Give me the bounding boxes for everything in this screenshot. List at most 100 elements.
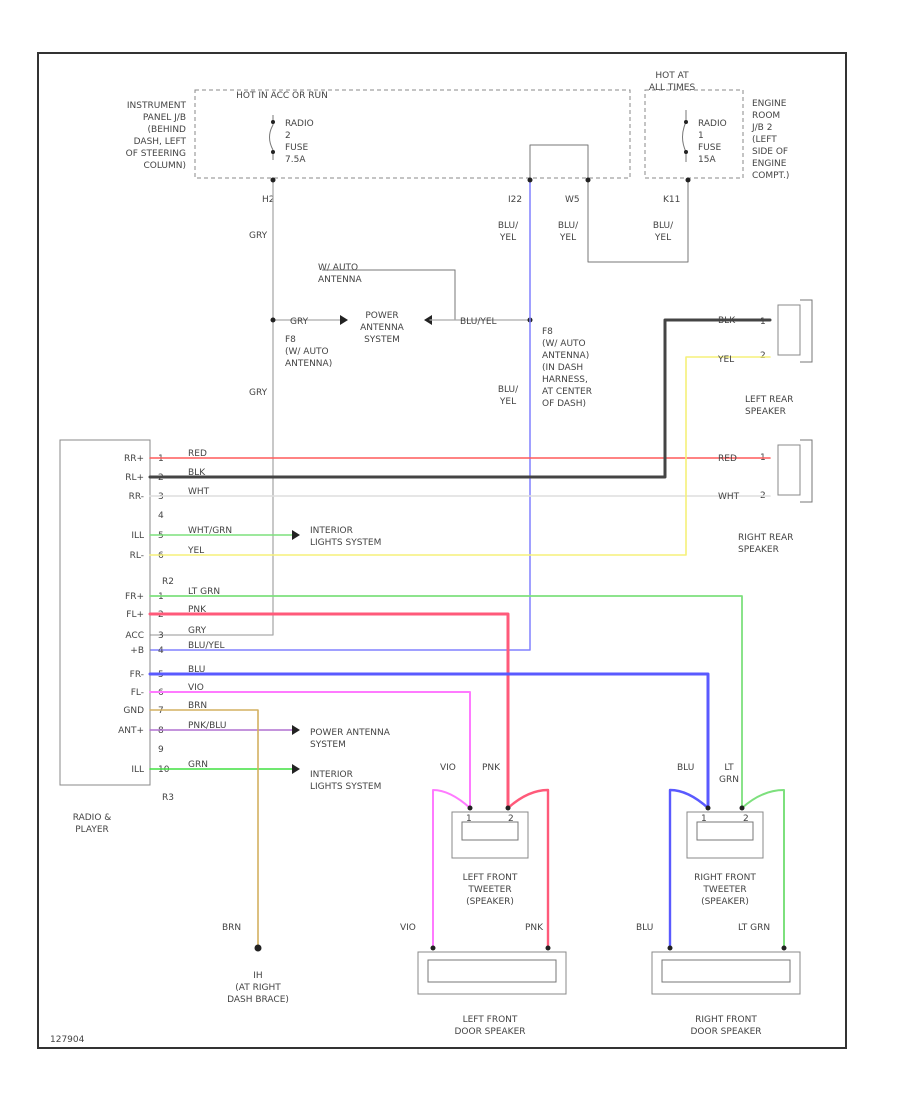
radio-pin-wire-color: BLU bbox=[188, 665, 205, 675]
svg-text:GRY: GRY bbox=[290, 317, 309, 327]
pin-i22: I22 bbox=[508, 195, 522, 205]
wire-blu-yel-b bbox=[149, 179, 531, 651]
radio-pin-number: 1 bbox=[158, 454, 164, 464]
radio-pin-wire-color: RED bbox=[188, 449, 207, 459]
radio-pin-wire-color: GRY bbox=[188, 626, 207, 636]
radio-pin-name: ILL bbox=[131, 531, 144, 541]
radio-pin-name: RL+ bbox=[125, 473, 144, 483]
svg-text:BLU: BLU bbox=[677, 763, 694, 773]
diagram-frame bbox=[37, 52, 847, 1049]
svg-text:HOT IN ACC OR RUN: HOT IN ACC OR RUN bbox=[236, 91, 328, 101]
radio-pin-wire-color: BLK bbox=[188, 468, 206, 478]
svg-text:1: 1 bbox=[760, 317, 766, 327]
radio-pin-name: ANT+ bbox=[118, 726, 144, 736]
radio-pin-number: 7 bbox=[158, 706, 164, 716]
radio-player-unit: RADIO &PLAYER R2 R3 bbox=[59, 439, 174, 835]
wire-gry-acc bbox=[149, 179, 274, 636]
svg-text:BLK: BLK bbox=[718, 316, 736, 326]
radio-pin-name: FL+ bbox=[126, 610, 144, 620]
radio-pin-wire-color: GRN bbox=[188, 760, 208, 770]
svg-text:BLU/YEL: BLU/YEL bbox=[653, 221, 674, 243]
radio-pin-name: RL- bbox=[130, 551, 144, 561]
radio-pin-wire-color: WHT bbox=[188, 487, 210, 497]
svg-text:GRY: GRY bbox=[249, 231, 268, 241]
svg-text:BLU/YEL: BLU/YEL bbox=[498, 221, 519, 243]
radio-pin-name: ILL bbox=[131, 765, 144, 775]
svg-text:1: 1 bbox=[701, 814, 707, 824]
radio-pin-number: 8 bbox=[158, 726, 164, 736]
radio-pin-number: 10 bbox=[158, 765, 170, 775]
pin-w5: W5 bbox=[565, 195, 580, 205]
diagram-id: 127904 bbox=[50, 1035, 85, 1045]
pin-k11: K11 bbox=[663, 195, 680, 205]
svg-text:2: 2 bbox=[743, 814, 749, 824]
radio-pin-name: RR+ bbox=[124, 454, 144, 464]
radio-pin-number: 4 bbox=[158, 511, 164, 521]
radio-pin-name: FR+ bbox=[125, 592, 144, 602]
svg-text:2: 2 bbox=[508, 814, 514, 824]
svg-text:R2: R2 bbox=[162, 577, 174, 587]
radio-pin-wire-color: YEL bbox=[187, 546, 204, 556]
radio-pin-number: 4 bbox=[158, 646, 164, 656]
wire-fr-plus bbox=[149, 595, 743, 809]
wire-fl-minus bbox=[149, 691, 471, 809]
svg-text:YEL: YEL bbox=[717, 355, 734, 365]
wire-rl-minus bbox=[149, 356, 771, 556]
svg-text:WHT: WHT bbox=[718, 492, 740, 502]
radio-pin-wire-color: PNK bbox=[188, 605, 207, 615]
svg-text:BRN: BRN bbox=[222, 923, 241, 933]
radio-pin-wire-color: LT GRN bbox=[188, 587, 220, 597]
svg-text:2: 2 bbox=[760, 351, 766, 361]
radio-pin-wire-color: WHT/GRN bbox=[188, 526, 232, 536]
radio-pin-number: 5 bbox=[158, 531, 164, 541]
radio-pin-wire-color: VIO bbox=[188, 683, 204, 693]
radio-pin-name: RR- bbox=[129, 492, 144, 502]
wire-brn-gnd bbox=[149, 709, 259, 946]
radio-pin-wire-color: BLU/YEL bbox=[188, 641, 225, 651]
wire-fr-minus bbox=[148, 672, 710, 810]
wire-rl-plus bbox=[148, 318, 772, 479]
svg-text:BLU/YEL: BLU/YEL bbox=[460, 317, 497, 327]
radio-pin-number: 3 bbox=[158, 492, 164, 502]
radio-pin-name: ACC bbox=[125, 631, 144, 641]
radio-pin-name: FL- bbox=[131, 688, 144, 698]
svg-text:1: 1 bbox=[466, 814, 472, 824]
radio-pin-number: 9 bbox=[158, 745, 164, 755]
svg-text:RED: RED bbox=[718, 454, 737, 464]
svg-text:BLU/YEL: BLU/YEL bbox=[558, 221, 579, 243]
radio-pin-name: FR- bbox=[130, 670, 144, 680]
radio-pin-number: 6 bbox=[158, 551, 164, 561]
svg-text:RADIO &PLAYER: RADIO &PLAYER bbox=[73, 813, 112, 835]
svg-text:PNK: PNK bbox=[525, 923, 544, 933]
svg-text:BLU/YEL: BLU/YEL bbox=[498, 385, 519, 407]
svg-text:PNK: PNK bbox=[482, 763, 501, 773]
svg-text:BLU: BLU bbox=[636, 923, 653, 933]
